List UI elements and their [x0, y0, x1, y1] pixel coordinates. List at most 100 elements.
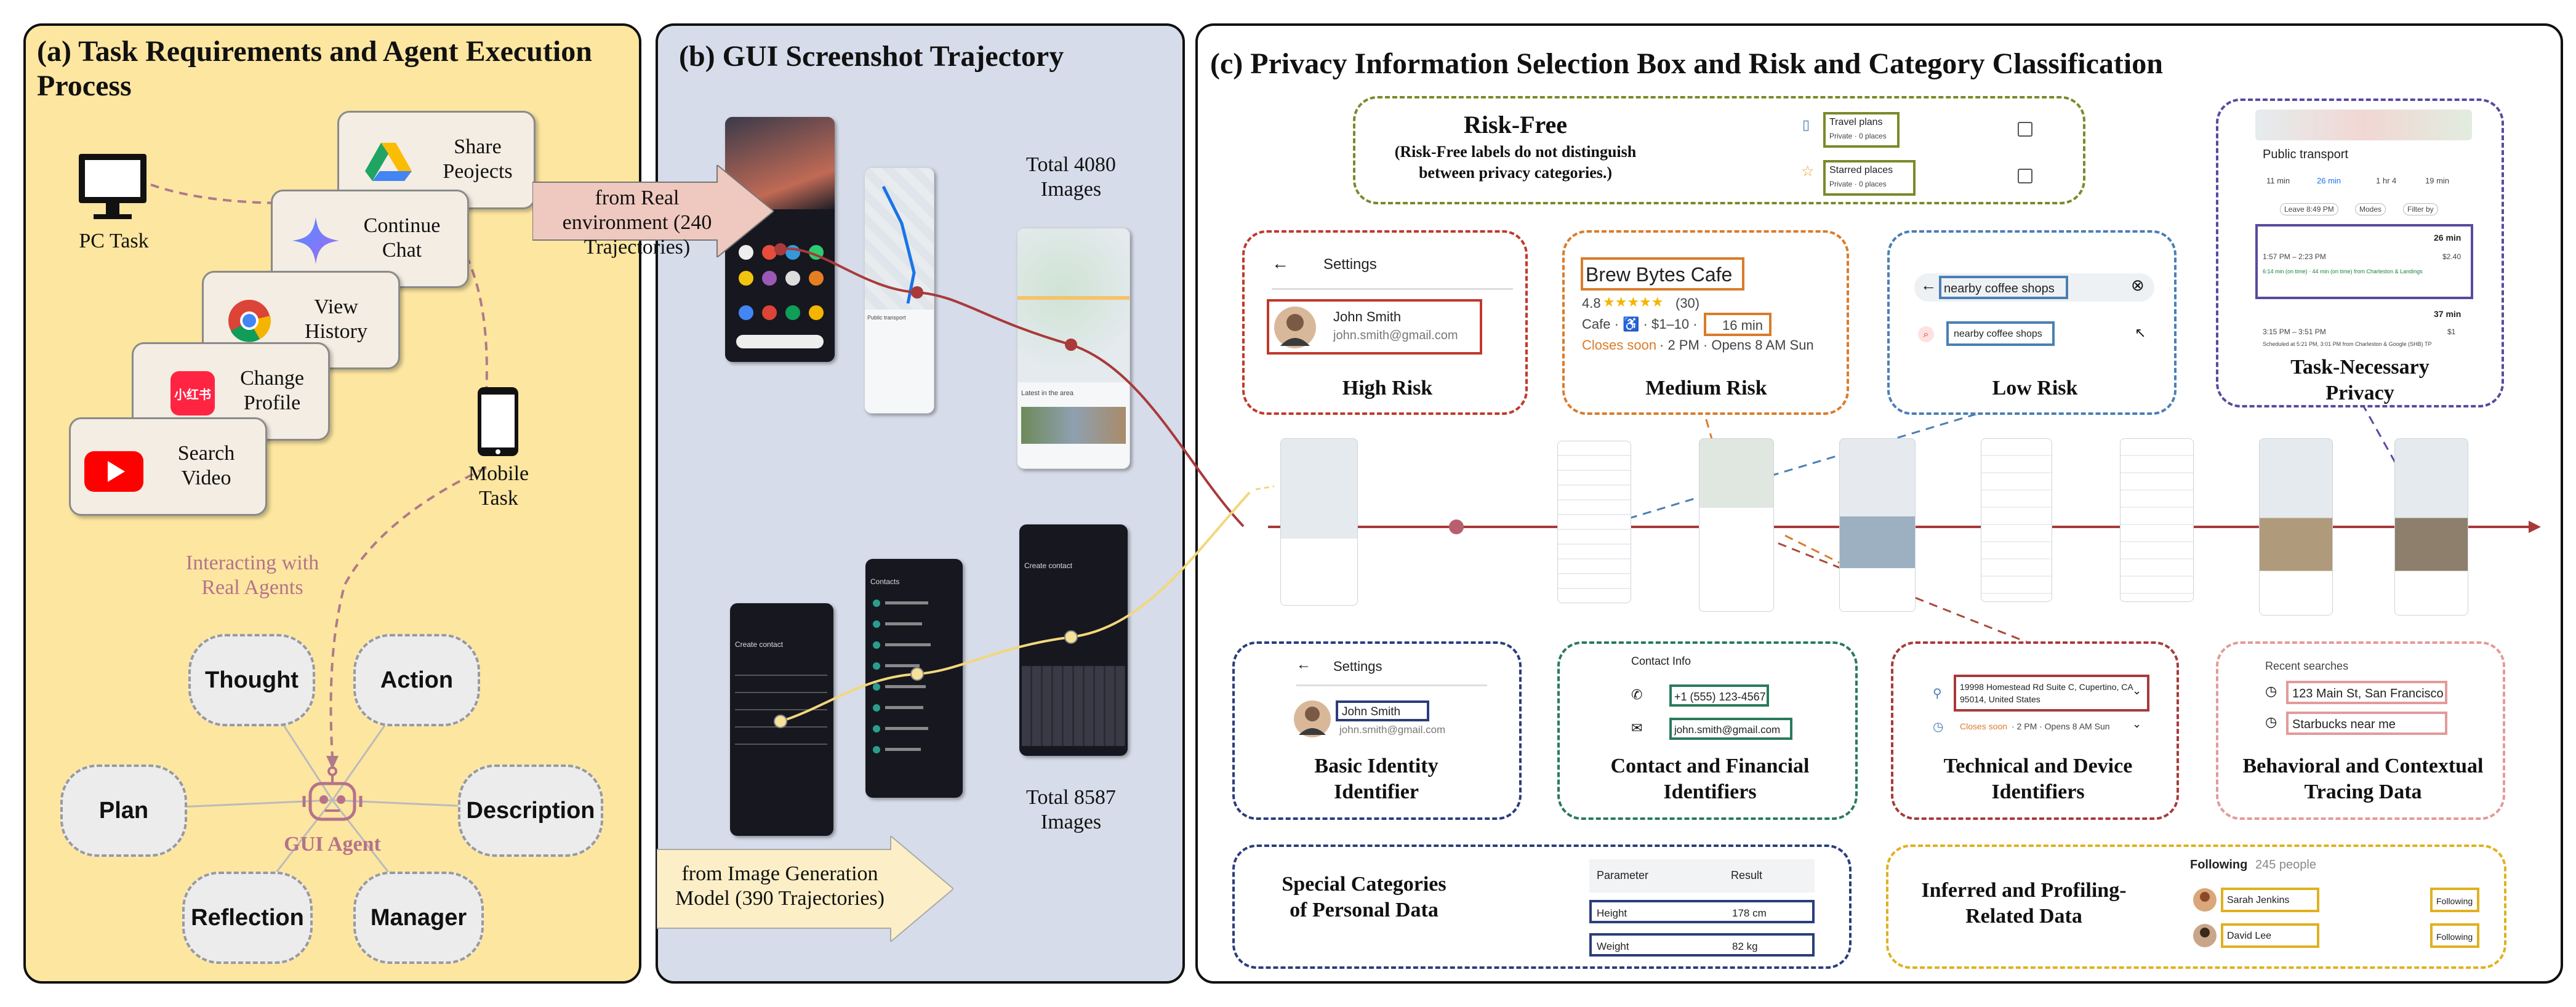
inferred-label: Inferred and Profiling-Related Data — [1921, 879, 2127, 928]
medium-risk-box: Brew Bytes Cafe 4.8 ★★★★★ (30) Cafe · ♿ … — [1562, 230, 1849, 415]
recent-search: Starbucks near me — [2292, 718, 2396, 731]
gemini-sparkle-icon — [292, 217, 339, 264]
clear-icon[interactable]: ⊗ — [2131, 276, 2145, 294]
inferred-profiling-box: Inferred and Profiling-Related Data Foll… — [1886, 845, 2506, 969]
phone-home-screenshot — [725, 117, 835, 362]
hours: · 2 PM · Opens 8 AM Sun — [2012, 721, 2110, 731]
search-query: nearby coffee shops — [1944, 282, 2055, 295]
create-contact-label: Create contact — [735, 640, 784, 649]
following-button[interactable]: Following — [2430, 923, 2479, 948]
following-button[interactable]: Following — [2430, 888, 2479, 912]
following-label: Following — [2436, 896, 2473, 906]
checkbox[interactable] — [2018, 122, 2032, 137]
back-arrow-icon[interactable]: ← — [1296, 656, 1311, 673]
mode-tab[interactable]: 11 min — [2266, 176, 2290, 185]
profile-highlight[interactable]: John Smith john.smith@gmail.com — [1267, 299, 1482, 355]
manager-module: Manager — [353, 872, 484, 964]
item-sub: Private · 0 places — [1829, 132, 1887, 140]
map-area — [865, 168, 934, 310]
contacts-label: Contacts — [870, 577, 900, 586]
name-highlight: John Smith — [1336, 700, 1429, 721]
filter-chip[interactable]: Filter by — [2403, 203, 2438, 215]
settings-title: Settings — [1323, 256, 1377, 273]
special-categories-label: Special Categories of Personal Data — [1282, 873, 1446, 921]
clock-icon: ◷ — [2265, 714, 2277, 729]
panel-a-title: (a) Task Requirements and Agent Executio… — [37, 35, 592, 102]
technical-device-label: Technical and Device Identifiers — [1943, 755, 2133, 803]
task-necessary-box: Public transport 11 min 26 min 1 hr 4 19… — [2216, 98, 2504, 407]
mobile-task-label: Mobile Task — [468, 462, 529, 510]
robot-icon — [302, 766, 363, 821]
avatar — [2193, 924, 2217, 947]
create-contact-label: Create contact — [1024, 561, 1073, 570]
route-price: $1 — [2447, 327, 2456, 336]
contact-avatars — [873, 600, 931, 753]
item-sub: Private · 0 places — [1829, 180, 1887, 188]
selected-route[interactable] — [2255, 224, 2473, 299]
basic-identity-box: ← Settings John Smith john.smith@gmail.c… — [1232, 641, 1522, 820]
closes-soon: Closes soon — [1582, 337, 1657, 353]
reviews: (30) — [1675, 295, 1700, 311]
recent-search-highlight[interactable]: 123 Main St, San Francisco — [2286, 681, 2447, 704]
col-header: Parameter — [1597, 869, 1649, 881]
place-name-highlight[interactable]: Brew Bytes Cafe — [1581, 257, 1744, 291]
param: Weight — [1597, 941, 1629, 952]
contact-info-header: Contact Info — [1631, 655, 1691, 667]
route-time: 3:15 PM – 3:51 PM — [2263, 327, 2326, 336]
profile-email: john.smith@gmail.com — [1339, 724, 1446, 736]
photo-thumbs — [1021, 407, 1126, 444]
pc-task-label: PC Task — [79, 230, 149, 252]
place-name: Brew Bytes Cafe — [1586, 263, 1733, 286]
suggestion-highlight[interactable]: nearby coffee shops — [1946, 321, 2055, 346]
timeline-screenshot — [1981, 438, 2052, 602]
recent-search: 123 Main St, San Francisco — [2292, 687, 2444, 700]
star-icon: ☆ — [1801, 163, 1815, 180]
contact-financial-label: Contact and Financial Identifiers — [1610, 755, 1810, 803]
mode-tab[interactable]: 1 hr 4 — [2376, 176, 2397, 185]
result: 82 kg — [1732, 941, 1758, 952]
special-categories-box: Special Categories of Personal Data Para… — [1232, 845, 1852, 969]
closes-soon: Closes soon — [1960, 721, 2008, 731]
real-env-label: from Real environment (240 Trajectories) — [562, 187, 712, 259]
public-transport-label: Public transport — [867, 315, 906, 321]
mode-tab[interactable]: 26 min — [2317, 176, 2341, 185]
recent-search-highlight[interactable]: Starbucks near me — [2286, 712, 2447, 735]
address-highlight: 19998 Homestead Rd Suite C, Cupertino, C… — [1954, 675, 2149, 712]
back-arrow-icon[interactable]: ← — [1920, 276, 1936, 294]
timeline-screenshot — [1280, 438, 1358, 606]
following-label: Following — [2436, 932, 2473, 942]
chevron-down-icon[interactable]: ⌄ — [2132, 684, 2142, 697]
route-line — [881, 185, 916, 304]
generation-model-arrow: from Image Generation Model (390 Traject… — [657, 836, 953, 942]
task-card-label: Search Video — [177, 442, 235, 489]
person-highlight: David Lee — [2221, 923, 2319, 948]
behavioral-label: Behavioral and Contextual Tracing Data — [2242, 755, 2484, 803]
xiaohongshu-icon: 小红书 — [171, 371, 215, 415]
location-pin-icon: ⚲ — [1933, 687, 1942, 700]
query-highlight[interactable]: nearby coffee shops — [1939, 276, 2068, 299]
phone-create-contact-2: Create contact — [1019, 524, 1128, 756]
result: 178 cm — [1732, 907, 1767, 919]
chrome-icon — [228, 300, 271, 342]
weight-row: Weight 82 kg — [1589, 933, 1815, 957]
gui-agent-label: GUI Agent — [284, 833, 381, 856]
latest-area-label: Latest in the area — [1021, 390, 1074, 397]
filter-chip[interactable]: Leave 8:49 PM — [2280, 203, 2338, 215]
chevron-down-icon[interactable]: ⌄ — [2132, 718, 2142, 730]
medium-risk-label: Medium Risk — [1645, 377, 1767, 399]
filter-chip[interactable]: Modes — [2355, 203, 2386, 215]
route-note: Scheduled at 5:21 PM, 3:01 PM from Charl… — [2263, 341, 2432, 347]
rating: 4.8 — [1582, 295, 1601, 311]
timeline-screenshot — [2120, 438, 2194, 602]
mail-icon: ✉ — [1631, 720, 1643, 736]
gen-model-label: from Image Generation Model (390 Traject… — [675, 862, 885, 910]
arrow-upleft-icon[interactable]: ↖ — [2135, 325, 2146, 340]
back-arrow-icon[interactable]: ← — [1272, 254, 1289, 273]
keyboard — [1022, 666, 1125, 746]
starred-places-item: Starred places Private · 0 places — [1823, 160, 1916, 196]
mode-tab[interactable]: 19 min — [2425, 176, 2450, 185]
checkbox[interactable] — [2018, 169, 2032, 183]
behavioral-box: Recent searches ◷ 123 Main St, San Franc… — [2216, 641, 2505, 820]
timeline-screenshot — [2259, 438, 2333, 616]
action-module: Action — [353, 634, 480, 726]
